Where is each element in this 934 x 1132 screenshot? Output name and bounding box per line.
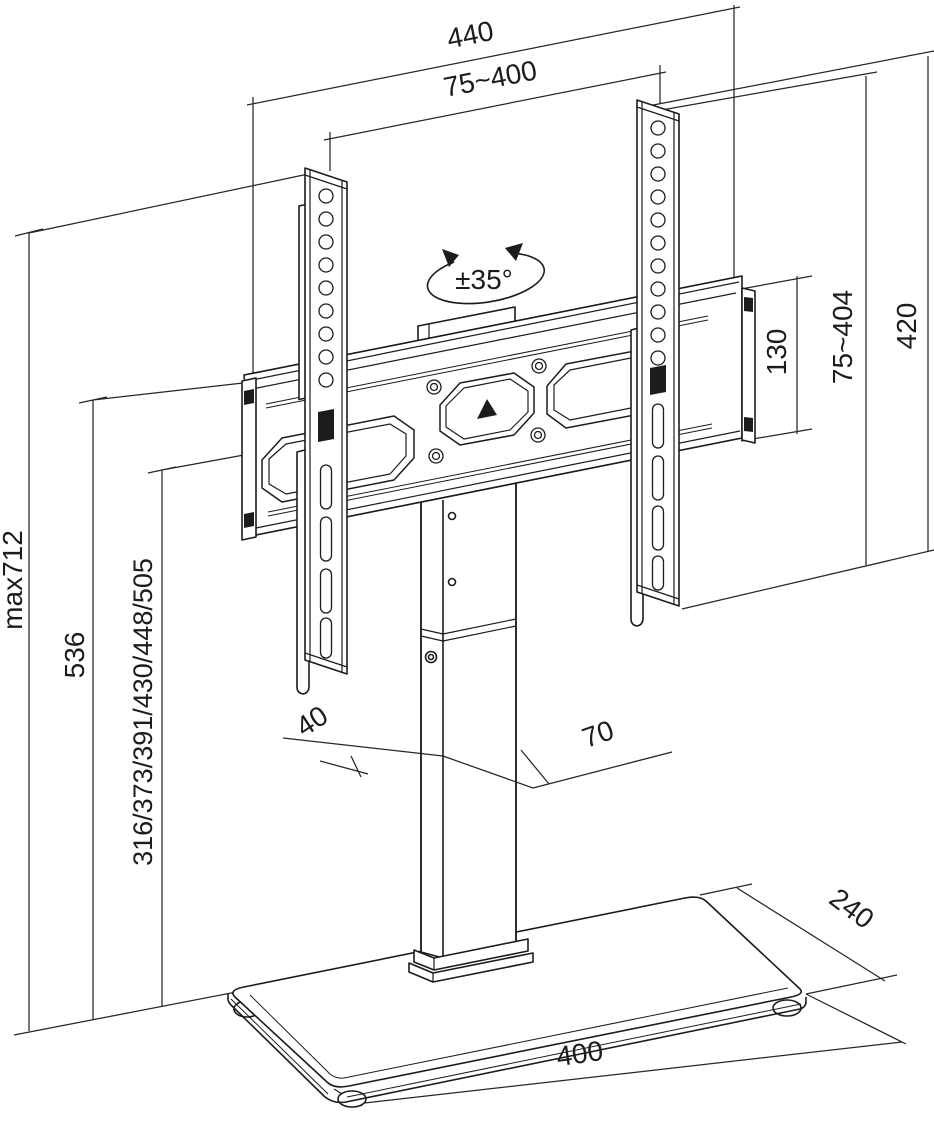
base-band-inner — [230, 998, 802, 1098]
plate-endcap-right-notches — [744, 297, 753, 432]
column-seam — [420, 618, 517, 642]
left-rail-holes — [318, 188, 334, 388]
column — [408, 482, 534, 983]
label-130: 130 — [761, 329, 792, 376]
right-rail-slots — [651, 403, 665, 591]
dim-line-240 — [699, 883, 898, 995]
label-400: 400 — [554, 1035, 605, 1072]
column-hole-lower — [447, 577, 457, 587]
base-plate — [227, 896, 807, 1108]
dim-line-heights — [147, 454, 245, 1006]
label-75-404: 75~404 — [827, 290, 858, 384]
label-heights: 316/373/391/430/448/505 — [128, 558, 158, 866]
column-hole-upper — [447, 511, 457, 521]
dimension-lines — [13, 5, 934, 1107]
column-edges — [420, 483, 517, 958]
column-screw-center — [427, 653, 435, 661]
column-screw — [424, 650, 438, 664]
dim-line-70 — [442, 749, 673, 789]
dim-line-75-400 — [323, 65, 667, 171]
up-arrow-icon — [477, 399, 497, 419]
right-rail-holes — [650, 120, 666, 366]
right-rail-body — [636, 99, 680, 607]
swivel-arc — [426, 252, 546, 305]
dim-baseline — [13, 986, 263, 1036]
base-top-accent — [249, 987, 789, 1079]
dim-line-75-404 — [655, 71, 878, 565]
plate-screws — [426, 358, 547, 464]
left-rail — [296, 167, 348, 695]
dim-line-440 — [246, 5, 741, 384]
right-rail-hook — [650, 365, 666, 395]
dim-ext-rail-bottom — [681, 549, 934, 610]
label-swivel: ±35° — [455, 264, 513, 295]
right-rail-edges — [636, 102, 680, 605]
label-536: 536 — [59, 632, 90, 679]
swivel-arrow-right-icon — [505, 243, 523, 261]
column-tube — [420, 482, 517, 959]
plate-endcap-left — [241, 377, 257, 541]
left-rail-slots — [319, 464, 333, 659]
dim-line-40 — [282, 737, 444, 778]
label-75-400: 75~400 — [441, 54, 539, 102]
dim-line-420 — [647, 50, 934, 551]
label-max712: max712 — [0, 530, 28, 630]
swivel-indicator — [426, 243, 546, 305]
dim-line-max712 — [14, 172, 314, 1031]
swivel-arrow-left-icon — [442, 249, 459, 267]
label-420: 420 — [891, 303, 922, 350]
plate-endcap-left-notches — [244, 389, 254, 528]
left-rail-hook — [318, 409, 334, 442]
base-top-face — [232, 896, 802, 1088]
plate-cutout-center-outer — [439, 372, 535, 446]
label-240: 240 — [824, 882, 880, 935]
label-440: 440 — [444, 15, 496, 54]
label-40: 40 — [290, 700, 333, 743]
column-dim-leaders — [282, 737, 673, 789]
plate-endcap-right — [741, 287, 756, 444]
right-rail — [630, 99, 680, 627]
base-thickness-band — [227, 994, 807, 1104]
label-70: 70 — [578, 714, 618, 753]
plate-cutout-center-inner — [445, 378, 529, 440]
dim-line-536 — [78, 382, 244, 1019]
left-rail-edges — [304, 170, 348, 673]
